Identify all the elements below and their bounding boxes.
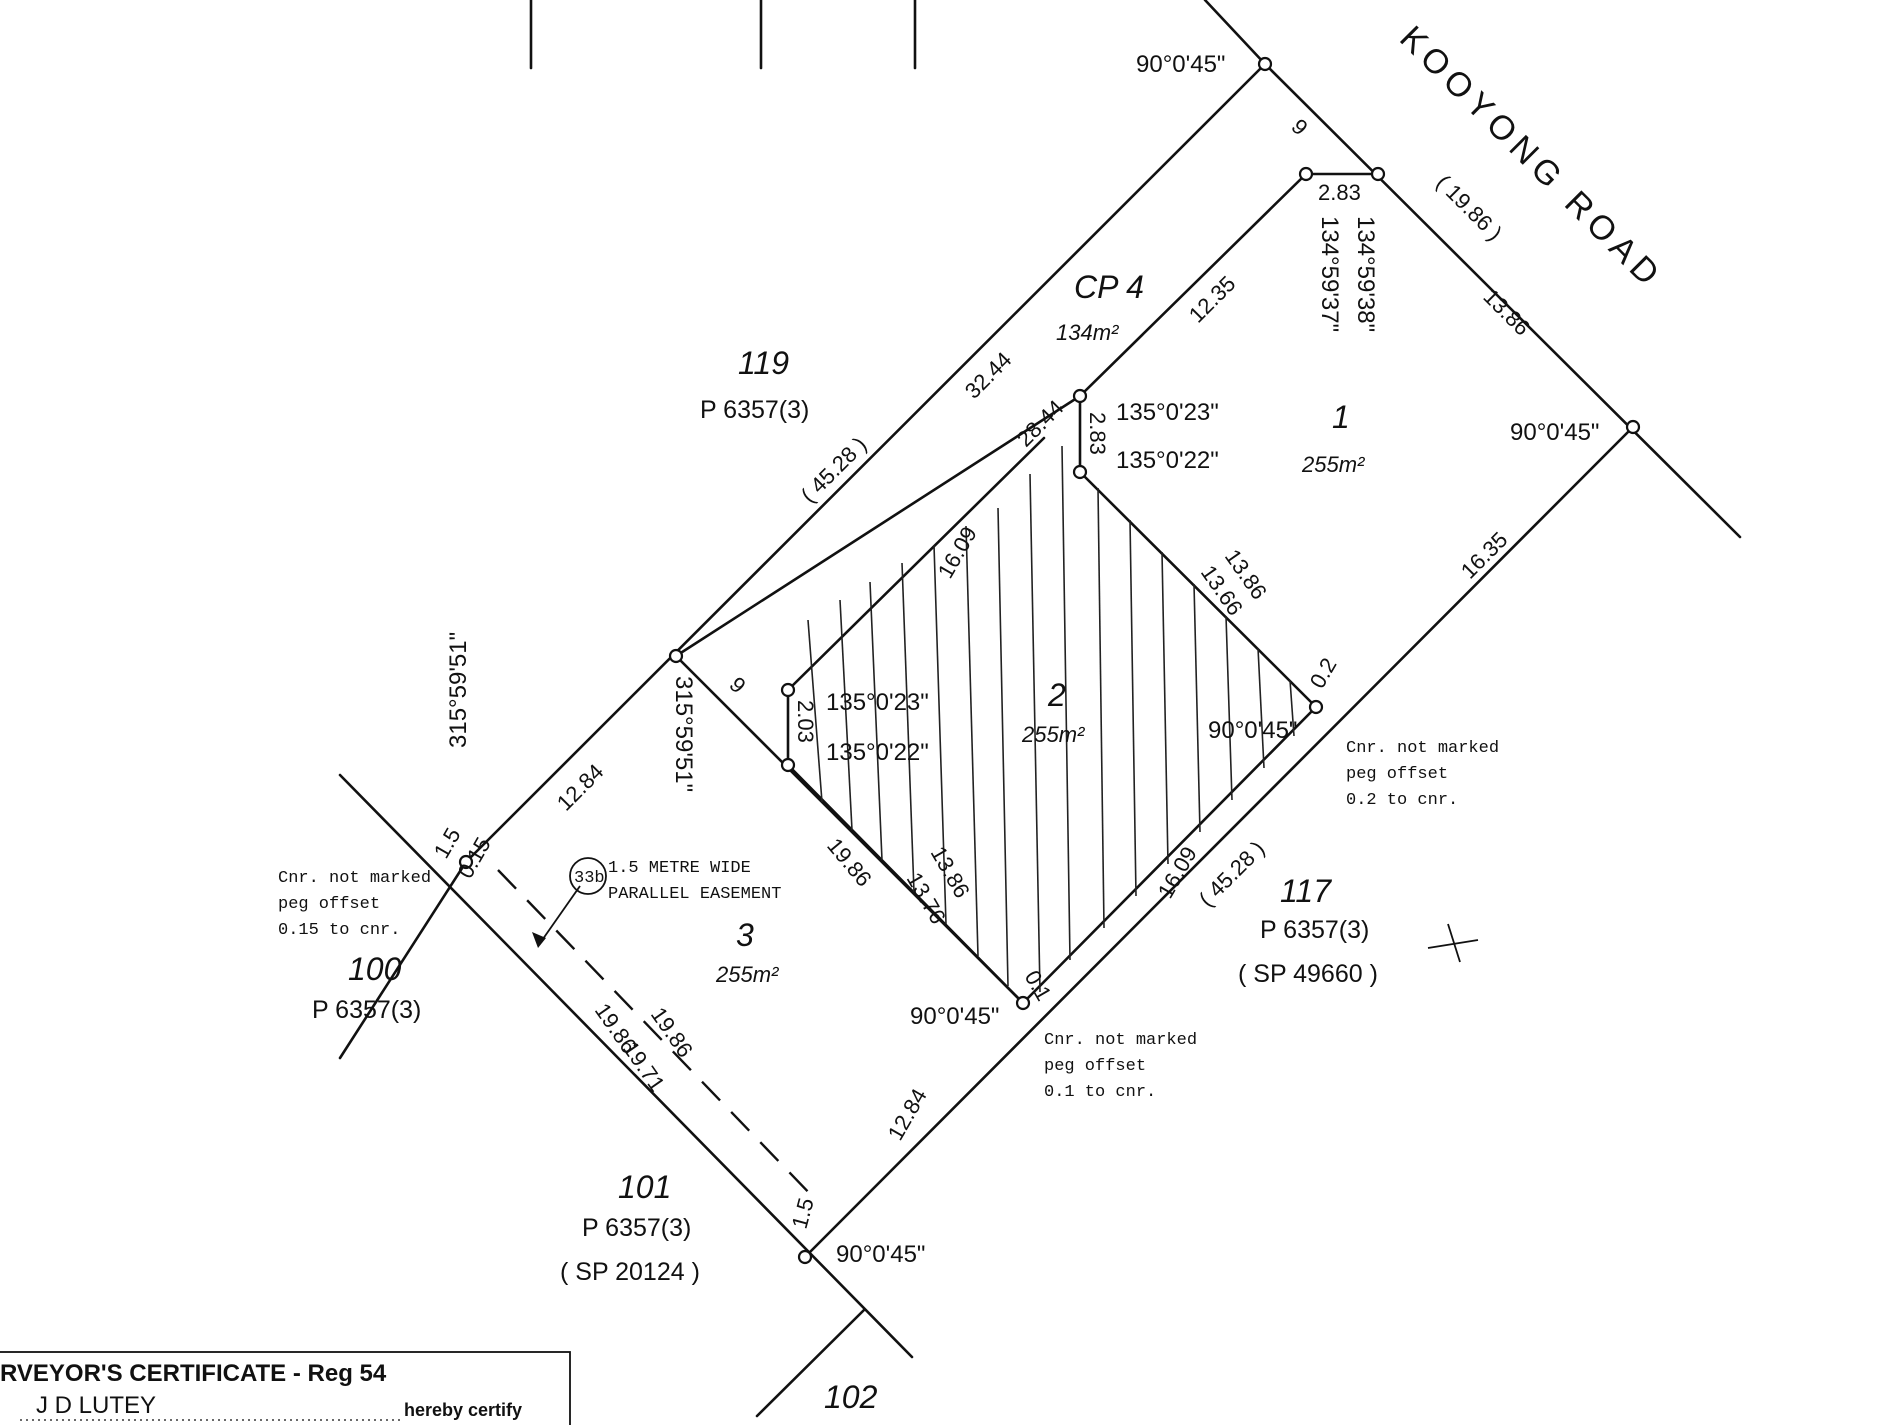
lot-2-number: 2 <box>1047 677 1066 713</box>
easement-ref: 33b <box>574 869 605 888</box>
svg-text:peg offset: peg offset <box>1044 1057 1146 1076</box>
angle-rear-left: 90°0'45" <box>910 1003 999 1030</box>
angle-vert-2: 134°59'37" <box>1316 216 1343 332</box>
road-frontage: ( 19.86 ) <box>1431 170 1507 246</box>
dim-2-83-top: 2.83 <box>1318 180 1361 205</box>
easement-line-2: PARALLEL EASEMENT <box>608 885 781 904</box>
lot-2-area: 255m² <box>1021 722 1085 747</box>
lot-100-plan: P 6357(3) <box>312 996 421 1024</box>
note-peg-0-2: Cnr. not marked peg offset 0.2 to cnr. <box>1346 739 1499 810</box>
lot-101-sp: ( SP 20124 ) <box>560 1258 700 1286</box>
lot-117-sp: ( SP 49660 ) <box>1238 960 1378 988</box>
lot-119-plan: P 6357(3) <box>700 396 809 424</box>
easement-arrowhead <box>532 932 546 948</box>
svg-text:0.1 to cnr.: 0.1 to cnr. <box>1044 1083 1156 1102</box>
lot-3-number: 3 <box>736 917 754 953</box>
certificate-surveyor: J D LUTEY <box>36 1392 156 1419</box>
angle-left-1: 315°59'51" <box>670 676 697 792</box>
angle-bottom: 90°0'45" <box>836 1241 925 1268</box>
angle-left-2: 315°59'51" <box>445 632 472 748</box>
dim-16-09-upper: 16.09 <box>933 522 982 582</box>
svg-text:peg offset: peg offset <box>1346 765 1448 784</box>
easement-line <box>497 869 817 1201</box>
lot-117-number: 117 <box>1280 873 1332 909</box>
svg-text:Cnr. not marked: Cnr. not marked <box>1346 739 1499 758</box>
cp4-label: CP 4 <box>1074 269 1144 305</box>
dim-9-mid: 9 <box>724 672 750 698</box>
easement-line-1: 1.5 METRE WIDE <box>608 859 751 878</box>
note-peg-0-1: Cnr. not marked peg offset 0.1 to cnr. <box>1044 1031 1197 1102</box>
certificate-title: RVEYOR'S CERTIFICATE - Reg 54 <box>0 1360 387 1387</box>
note-peg-0-15: Cnr. not marked peg offset 0.15 to cnr. <box>278 869 431 940</box>
road-name: KOOYONG ROAD <box>1392 19 1670 297</box>
angle-lot2-right: 90°0'45" <box>1208 717 1297 744</box>
dim-9-front: 9 <box>1286 114 1312 140</box>
dim-2-03: 2.03 <box>793 700 818 743</box>
dim-32-44: 32.44 <box>960 347 1017 404</box>
angle-vert-1: 134°59'38" <box>1352 216 1379 332</box>
lot-102-number: 102 <box>824 1379 878 1415</box>
parcel-boundaries <box>338 62 1742 1418</box>
survey-pegs <box>458 56 1641 1265</box>
lot-101-plan: P 6357(3) <box>582 1214 691 1242</box>
dim-0-2: 0.2 <box>1305 654 1342 693</box>
angle-road-right: 90°0'45" <box>1510 419 1599 446</box>
lot-3-area: 255m² <box>715 962 779 987</box>
lot-1-area: 255m² <box>1301 452 1365 477</box>
angle-lot2-1: 135°0'23" <box>826 689 929 716</box>
lot-119-number: 119 <box>738 345 789 381</box>
lot-100-number: 100 <box>348 951 402 987</box>
cross-mark <box>1427 923 1479 963</box>
surveyor-certificate: RVEYOR'S CERTIFICATE - Reg 54 J D LUTEY … <box>0 1351 571 1425</box>
dim-1-5-bottom: 1.5 <box>787 1195 819 1231</box>
angle-cp-2: 135°0'22" <box>1116 447 1219 474</box>
angle-top: 90°0'45" <box>1136 51 1225 78</box>
angle-lot2-2: 135°0'22" <box>826 739 929 766</box>
dim-12-35: 12.35 <box>1184 271 1241 328</box>
easement-arrow <box>537 885 581 947</box>
easement-ref-circle <box>569 857 607 895</box>
svg-text:0.15 to cnr.: 0.15 to cnr. <box>278 921 400 940</box>
dim-2-83-mid: 2.83 <box>1085 412 1110 455</box>
certificate-certify: hereby certify <box>404 1400 522 1420</box>
dim-13-86-road: 13.86 <box>1478 284 1535 341</box>
svg-text:Cnr. not marked: Cnr. not marked <box>278 869 431 888</box>
lot-117-plan: P 6357(3) <box>1260 916 1369 944</box>
svg-text:Cnr. not marked: Cnr. not marked <box>1044 1031 1197 1050</box>
lot-1-number: 1 <box>1332 399 1350 435</box>
cp4-area: 134m² <box>1056 320 1119 345</box>
dim-19-86-a: 19.86 <box>822 833 877 891</box>
svg-text:0.2 to cnr.: 0.2 to cnr. <box>1346 791 1458 810</box>
lot-101-number: 101 <box>618 1169 671 1205</box>
top-boundary-fragments <box>529 0 1267 70</box>
lot-2-hatching <box>807 445 1295 993</box>
svg-text:peg offset: peg offset <box>278 895 380 914</box>
angle-cp-1: 135°0'23" <box>1116 399 1219 426</box>
dim-right-boundary: ( 45.28 ) <box>1194 836 1270 912</box>
